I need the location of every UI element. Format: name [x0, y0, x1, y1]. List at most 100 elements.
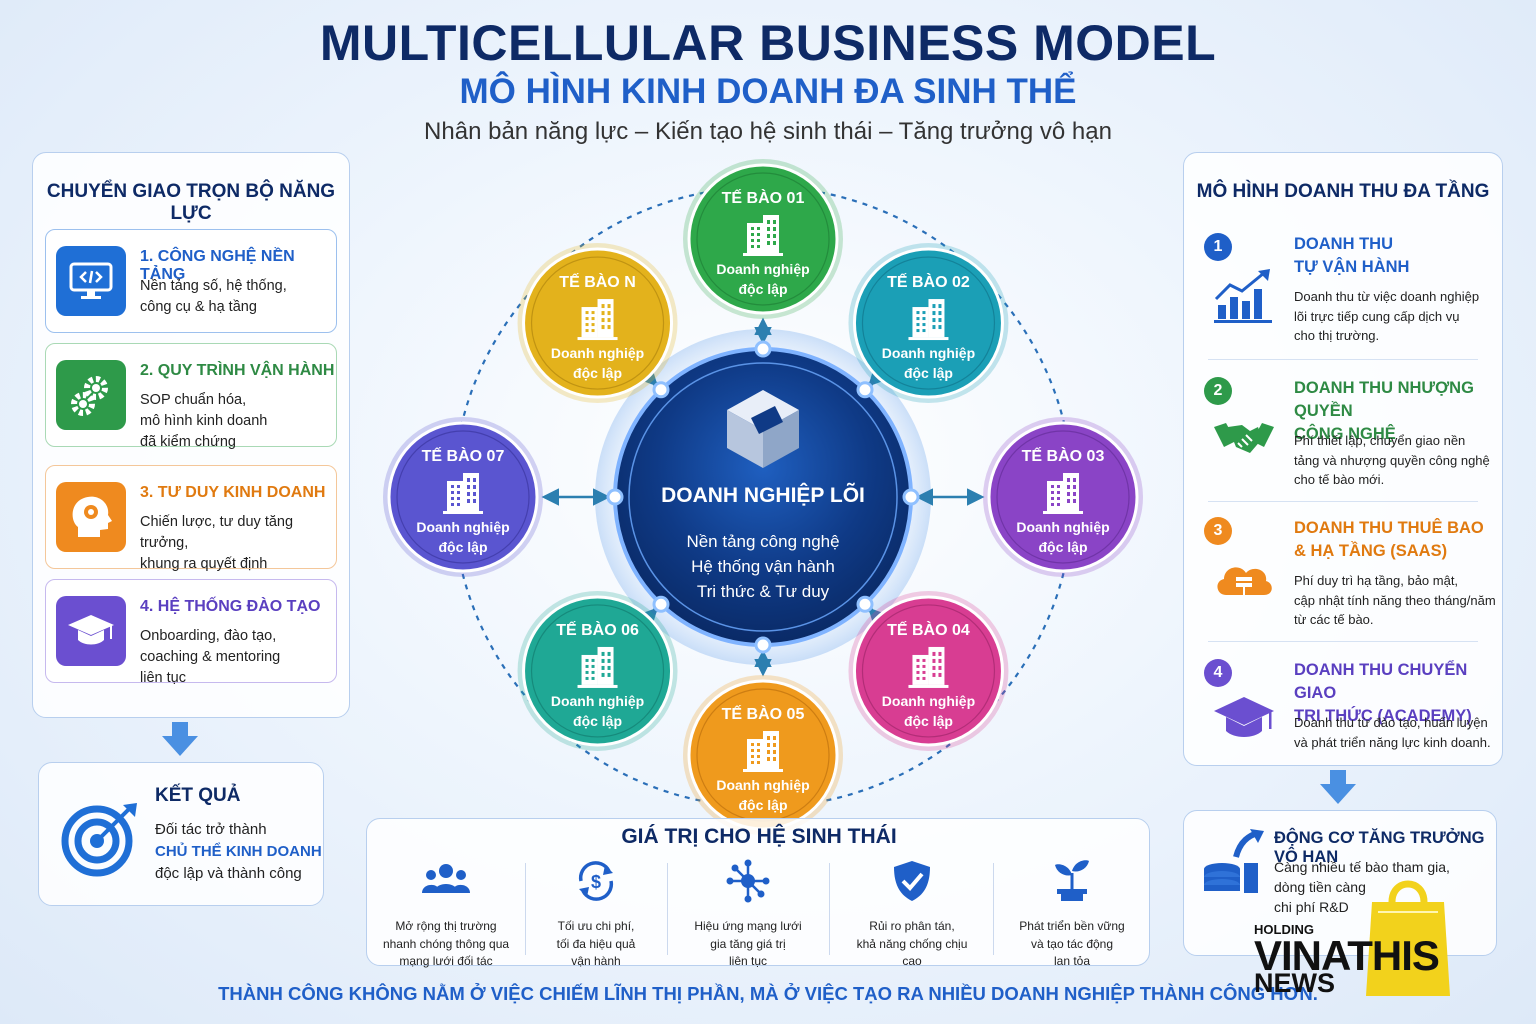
svg-text:$: $	[591, 872, 601, 892]
engine-title: ĐỘNG CƠ TĂNG TRƯỞNG VÔ HẠN	[1274, 829, 1485, 866]
shield-check-icon	[894, 861, 930, 901]
capability-title: 3. TƯ DUY KINH DOANH	[140, 484, 326, 501]
growth-engine-panel: ĐỘNG CƠ TĂNG TRƯỞNG VÔ HẠN Càng nhiều tế…	[1183, 810, 1497, 956]
dollar-cycle-icon: $	[578, 861, 614, 901]
cell-desc-line-1: Doanh nghiệp	[551, 345, 644, 361]
cell-desc-line-1: Doanh nghiệp	[1016, 519, 1109, 535]
building-icon	[443, 473, 483, 514]
cell-desc-line-2: độc lập	[738, 797, 787, 813]
divider	[667, 863, 668, 955]
cell-inner-ring	[696, 172, 830, 306]
capability-desc: Nền tảng số, hệ thống, công cụ & hạ tầng	[140, 278, 287, 315]
cell-circle	[852, 247, 1004, 399]
page-subtitle: MÔ HÌNH KINH DOANH ĐA SINH THỂ	[459, 72, 1077, 111]
connection-arrow	[855, 595, 887, 627]
core-line-2: Hệ thống vận hành	[691, 557, 835, 576]
handshake-icon	[1214, 423, 1274, 453]
cell-node-2: TẾ BÀO 02 Doanh nghiệp độc lập	[848, 243, 1009, 404]
cell-desc-line-1: Doanh nghiệp	[716, 261, 809, 277]
cell-circle	[522, 247, 674, 399]
cell-node-1: TẾ BÀO 01 Doanh nghiệp độc lập	[683, 159, 843, 319]
glow-dot	[856, 381, 874, 399]
revenue-item-franchise: 2 DOANH THU NHƯỢNG QUYỀN CÔNG NGHỆ Phí t…	[1198, 377, 1494, 497]
divider	[829, 863, 830, 955]
connection-arrow	[639, 367, 671, 399]
result-line-3: độc lập và thành công	[155, 865, 302, 882]
engine-desc: Càng nhiều tế bào tham gia, dòng tiền cà…	[1274, 859, 1450, 915]
head-brain-icon	[56, 482, 126, 552]
core-title: DOANH NGHIỆP LÕI	[661, 483, 865, 507]
divider	[1208, 641, 1478, 642]
revenue-item-saas: 3 DOANH THU THUÊ BAO & HẠ TẦNG (SAAS) Ph…	[1198, 517, 1496, 637]
result-line-2: CHỦ THỂ KINH DOANH	[155, 843, 322, 860]
value-text: Mở rộng thị trường nhanh chóng thông qua…	[382, 919, 510, 968]
revenue-desc: Doanh thu từ đào tạo, huấn luyện và phát…	[1294, 715, 1491, 750]
glow-dot	[856, 595, 874, 613]
building-icon	[908, 646, 949, 688]
revenue-model-panel: MÔ HÌNH DOANH THU ĐA TẦNG 1 DOANH THU TỰ…	[1183, 152, 1503, 766]
core-logo-icon	[727, 390, 799, 468]
cell-desc-line-2: độc lập	[438, 539, 487, 555]
cell-circle	[852, 595, 1004, 747]
cell-name: TẾ BÀO 01	[722, 188, 805, 207]
cell-desc-line-1: Doanh nghiệp	[882, 345, 975, 361]
cell-name: TẾ BÀO 07	[422, 446, 505, 465]
ecosystem-value-panel: GIÁ TRỊ CHO HỆ SINH THÁI Mở rộng thị trư…	[366, 818, 1150, 968]
page-tagline: Nhân bản năng lực – Kiến tạo hệ sinh thá…	[424, 118, 1112, 145]
cell-inner-ring	[530, 256, 665, 390]
divider	[525, 863, 526, 955]
sprout-icon	[1055, 860, 1089, 901]
cell-desc-line-1: Doanh nghiệp	[716, 777, 809, 793]
cell-name: TẾ BÀO N	[559, 272, 635, 291]
result-title: KẾT QUẢ	[155, 785, 241, 806]
revenue-item-academy: 4 DOANH THU CHUYỂN GIAO TRI THỨC (ACADEM…	[1198, 659, 1494, 759]
revenue-desc: Phí duy trì hạ tầng, bảo mật, cập nhật t…	[1294, 573, 1496, 627]
glow-dot	[754, 340, 772, 358]
watermark-holding: HOLDING	[1254, 922, 1314, 937]
connection-arrow	[855, 367, 887, 399]
revenue-item-self-operated: 1 DOANH THU TỰ VẬN HÀNH Doanh thu từ việ…	[1198, 233, 1494, 353]
cell-glow	[848, 590, 1009, 751]
capability-title: 1. CÔNG NGHỆ NỀN TẢNG	[140, 248, 295, 283]
cell-desc-line-2: độc lập	[573, 365, 622, 381]
capability-card-mindset: 3. TƯ DUY KINH DOANH Chiến lược, tư duy …	[45, 465, 337, 572]
cell-desc-line-2: độc lập	[904, 713, 953, 729]
capability-card-operations: 2. QUY TRÌNH VẬN HÀNH SOP chuẩn hóa, mô …	[45, 343, 337, 450]
arrow-down-icon	[1320, 770, 1356, 804]
revenue-title: DOANH THU TỰ VẬN HÀNH	[1294, 235, 1410, 276]
people-icon	[422, 864, 470, 893]
cell-circle	[687, 679, 839, 831]
result-desc: Đối tác trở thành CHỦ THỂ KINH DOANH độc…	[155, 819, 322, 885]
cell-glow	[848, 243, 1009, 404]
coin-stack-growth-icon	[1204, 829, 1264, 893]
cell-glow	[983, 417, 1143, 577]
cell-name: TẾ BÀO 02	[887, 272, 970, 291]
cell-desc-line-2: độc lập	[904, 365, 953, 381]
cell-circle	[687, 163, 839, 315]
result-line-1: Đối tác trở thành	[155, 821, 267, 838]
graduation-cap-icon	[56, 596, 126, 666]
revenue-title: DOANH THU THUÊ BAO & HẠ TẦNG (SAAS)	[1294, 519, 1484, 560]
revenue-number-badge: 2	[1204, 377, 1232, 405]
watermark-news: NEWS	[1254, 968, 1335, 998]
shopping-bag-logo-icon	[1366, 880, 1450, 996]
capability-transfer-panel: CHUYỂN GIAO TRỌN BỘ NĂNG LỰC 1. CÔNG NGH…	[32, 152, 350, 718]
revenue-number-badge: 1	[1204, 233, 1232, 261]
building-icon	[577, 299, 618, 341]
glow-dot	[652, 595, 670, 613]
cell-desc-line-2: độc lập	[1038, 539, 1087, 555]
core-circle	[613, 347, 913, 647]
cell-name: TẾ BÀO 06	[556, 620, 639, 639]
building-icon	[1043, 473, 1083, 514]
glow-dot	[652, 381, 670, 399]
value-text: Tối ưu chi phí, tối đa hiệu quả vận hành	[556, 919, 636, 968]
revenue-desc: Phí thiết lập, chuyển giao nền tảng và n…	[1294, 433, 1490, 487]
core-inner-ring	[628, 362, 898, 632]
vinathis-news-watermark: HOLDING VINATHIS NEWS	[1250, 872, 1500, 1002]
cell-desc-line-2: độc lập	[738, 281, 787, 297]
result-panel: KẾT QUẢ Đối tác trở thành CHỦ THỂ KINH D…	[38, 762, 324, 906]
